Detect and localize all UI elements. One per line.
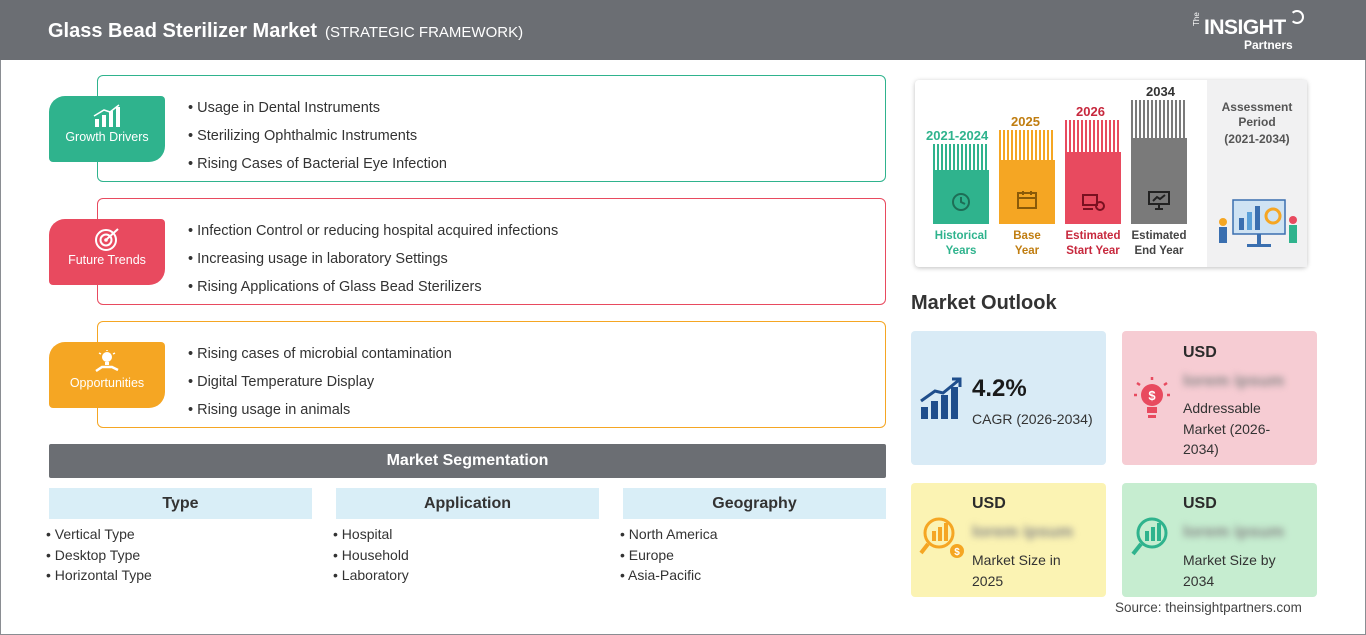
list-item: Horizontal Type [46,565,152,586]
size2034-value: lorem ipsum [1183,522,1285,541]
badge-label: Opportunities [69,376,145,390]
list-item: Rising Applications of Glass Bead Steril… [188,273,558,301]
analytics-people-icon [1219,199,1297,247]
list-item: Desktop Type [46,545,152,566]
addressable-label: Addressable Market (2026-2034) [1183,400,1271,457]
addressable-usd: USD [1183,344,1217,361]
source-note: Source: theinsightpartners.com [1115,600,1302,615]
growth-chart-icon [93,104,120,127]
market-segmentation-bar: Market Segmentation [49,444,886,478]
segment-head-geography: Geography [623,488,886,519]
presentation-board-icon [1148,191,1170,210]
addressable-value: lorem ipsum [1183,371,1285,390]
magnifier-chart-icon: $ [919,517,964,558]
list-item: Infection Control or reducing hospital a… [188,217,558,245]
list-item: Vertical Type [46,524,152,545]
target-icon [95,228,119,251]
bar-end [1131,100,1187,224]
start-flag-icon [1082,194,1105,211]
list-item: Rising usage in animals [188,396,452,424]
cagr-tile: 4.2% CAGR (2026-2034) [911,331,1106,465]
lightbulb-hand-icon [95,350,119,373]
cagr-label: CAGR (2026-2034) [972,411,1093,427]
bar-start [1065,120,1121,224]
growth-drivers-card: Usage in Dental Instruments Sterilizing … [97,75,886,182]
header-bar: Glass Bead Sterilizer Market(STRATEGIC F… [0,0,1366,60]
list-item: Asia-Pacific [620,565,718,586]
logo-insight: INSIGHT [1204,16,1286,39]
list-item: Sterilizing Ophthalmic Instruments [188,122,447,150]
calendar-icon [1017,191,1037,209]
year-historical: 2021-2024 [926,128,989,143]
magnifier-chart-icon [1131,517,1168,556]
type-list: Vertical Type Desktop Type Horizontal Ty… [46,524,152,586]
size2034-usd: USD [1183,495,1217,512]
opportunities-badge: Opportunities [49,342,165,408]
growth-drivers-badge: Growth Drivers [49,96,165,162]
assessment-period: (2021-2034) [1224,132,1290,146]
logo-swirl-icon [1290,10,1304,24]
list-item: Household [333,545,409,566]
opportunities-card: Rising cases of microbial contamination … [97,321,886,428]
list-item: Europe [620,545,718,566]
addressable-market-tile: $ USD lorem ipsum Addressable Market (20… [1122,331,1317,465]
badge-label: Growth Drivers [65,130,149,144]
application-list: Hospital Household Laboratory [333,524,409,586]
list-item: Rising cases of microbial contamination [188,340,452,368]
list-item: Laboratory [333,565,409,586]
cagr-value: 4.2% [972,375,1027,402]
segment-head-type: Type [49,488,312,519]
market-outlook-title: Market Outlook [911,292,1057,314]
year-start: 2026 [1076,104,1105,119]
insight-partners-logo[interactable]: The INSIGHT Partners [1192,10,1312,52]
growth-bars-icon [920,377,962,419]
size2034-label: Market Size by 2034 [1183,552,1276,589]
bar-base [999,130,1055,224]
year-base: 2025 [1011,114,1040,129]
badge-label: Future Trends [68,253,146,267]
size2025-value: lorem ipsum [972,522,1074,541]
segment-head-application: Application [336,488,599,519]
list-item: Hospital [333,524,409,545]
bar-historical [933,144,989,224]
svg-text:$: $ [1148,388,1156,403]
page-subtitle: (STRATEGIC FRAMEWORK) [325,24,524,41]
svg-text:$: $ [954,547,960,558]
geography-list: North America Europe Asia-Pacific [620,524,718,586]
logo-partners: Partners [1244,38,1293,52]
future-trends-badge: Future Trends [49,219,165,285]
list-item: Usage in Dental Instruments [188,94,447,122]
market-size-2034-tile: USD lorem ipsum Market Size by 2034 [1122,483,1317,597]
list-item: Increasing usage in laboratory Settings [188,245,558,273]
list-item: Digital Temperature Display [188,368,452,396]
logo-the: The [1192,12,1201,26]
page-title: Glass Bead Sterilizer Market(STRATEGIC F… [48,20,524,42]
list-item: North America [620,524,718,545]
size2025-usd: USD [972,495,1006,512]
year-end: 2034 [1146,84,1175,99]
list-item: Rising Cases of Bacterial Eye Infection [188,150,447,178]
future-trends-card: Infection Control or reducing hospital a… [97,198,886,305]
money-bulb-icon: $ [1134,377,1170,418]
size2025-label: Market Size in 2025 [972,552,1061,589]
market-size-2025-tile: $ USD lorem ipsum Market Size in 2025 [911,483,1106,597]
history-clock-icon [952,193,970,211]
